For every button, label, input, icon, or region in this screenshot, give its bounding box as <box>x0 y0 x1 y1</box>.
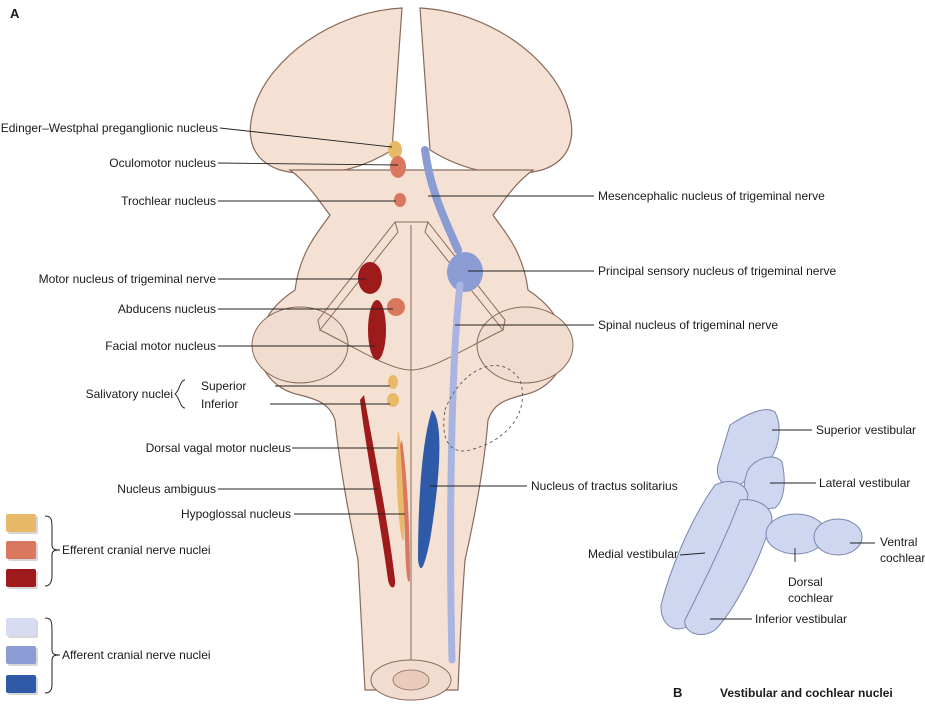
nucleus-ambiguus-shape <box>360 395 396 588</box>
ventral-cochlear-label-1: Ventral <box>880 535 918 549</box>
fourth-ventricle <box>317 220 506 690</box>
afferent-nuclei <box>418 146 483 664</box>
tractus-solitarius-label: Nucleus of tractus solitarius <box>531 479 678 493</box>
inferior-vestibular-shape <box>684 499 773 635</box>
motor-trigeminal-shape <box>358 262 382 294</box>
salivatory-inferior-label: Inferior <box>201 397 239 411</box>
leader-lines-b <box>679 429 875 620</box>
efferent-swatch-dark <box>6 569 36 587</box>
trochlear-label: Trochlear nucleus <box>121 194 216 208</box>
abducens-label: Abducens nucleus <box>117 302 216 316</box>
left-peduncle <box>251 306 349 384</box>
legend-braces <box>44 515 61 694</box>
hypoglossal-shape <box>400 440 410 582</box>
peduncles <box>251 306 574 384</box>
dorsal-vagal-label: Dorsal vagal motor nucleus <box>145 441 291 455</box>
afferent-swatch-light <box>6 618 36 636</box>
right-peduncle <box>476 306 574 384</box>
inferior-vestibular-label: Inferior vestibular <box>755 612 848 626</box>
efferent-swatch-light <box>6 514 36 532</box>
edinger-westphal-shape <box>388 141 402 159</box>
ventral-cochlear-shape <box>813 518 863 556</box>
superior-vestibular-label: Superior vestibular <box>816 423 917 437</box>
panel-a-letter: A <box>10 6 20 21</box>
efferent-legend-label: Efferent cranial nerve nuclei <box>62 543 211 557</box>
superior-vestibular-shape <box>716 409 780 487</box>
superior-salivatory-shape <box>388 375 398 389</box>
spinal-trigeminal-nucleus-shape <box>447 281 464 664</box>
leader-lines-left <box>174 127 405 515</box>
motor-trigeminal-label: Motor nucleus of trigeminal nerve <box>38 272 216 286</box>
hypoglossal-label: Hypoglossal nucleus <box>180 507 291 521</box>
tractus-solitarius-shape <box>418 410 440 569</box>
principal-sensory-label: Principal sensory nucleus of trigeminal … <box>598 264 837 278</box>
spinal-section <box>370 659 452 701</box>
vestibular-region-outline <box>443 365 523 452</box>
edinger-westphal-label: Edinger–Westphal preganglionic nucleus <box>0 121 218 135</box>
right-upper-lobe <box>419 7 573 175</box>
mesencephalic-nucleus-shape <box>421 146 462 254</box>
panel-b-letter: B <box>673 685 683 700</box>
medial-vestibular-label: Medial vestibular <box>587 547 678 561</box>
salivatory-superior-label: Superior <box>201 379 247 393</box>
oculomotor-label: Oculomotor nucleus <box>109 156 216 170</box>
oculomotor-shape <box>390 156 406 178</box>
abducens-shape <box>387 298 405 316</box>
panel-b-title: Vestibular and cochlear nuclei <box>720 686 893 700</box>
principal-sensory-nucleus-shape <box>447 252 483 292</box>
afferent-swatch-dark <box>6 675 36 693</box>
left-upper-lobe <box>249 7 403 175</box>
efferent-swatch-medium <box>6 541 36 559</box>
afferent-legend-label: Afferent cranial nerve nuclei <box>62 648 211 662</box>
leader-lines-right <box>428 195 594 487</box>
lateral-vestibular-label: Lateral vestibular <box>819 476 911 490</box>
ventral-cochlear-label-2: cochlear <box>880 551 925 565</box>
dorsal-cochlear-label-2: cochlear <box>788 591 834 605</box>
inferior-salivatory-shape <box>387 393 399 407</box>
trochlear-shape <box>394 193 406 207</box>
facial-motor-shape <box>368 300 386 360</box>
vestibular-nuclei <box>660 409 863 635</box>
nucleus-ambiguus-label: Nucleus ambiguus <box>117 482 216 496</box>
facial-motor-label: Facial motor nucleus <box>105 339 216 353</box>
dorsal-cochlear-label-1: Dorsal <box>788 575 823 589</box>
afferent-swatch-medium <box>6 646 36 664</box>
efferent-nuclei <box>358 141 410 588</box>
spinal-trigeminal-label: Spinal nucleus of trigeminal nerve <box>598 318 779 332</box>
salivatory-label: Salivatory nuclei <box>85 387 173 401</box>
mesencephalic-label: Mesencephalic nucleus of trigeminal nerv… <box>598 189 825 203</box>
